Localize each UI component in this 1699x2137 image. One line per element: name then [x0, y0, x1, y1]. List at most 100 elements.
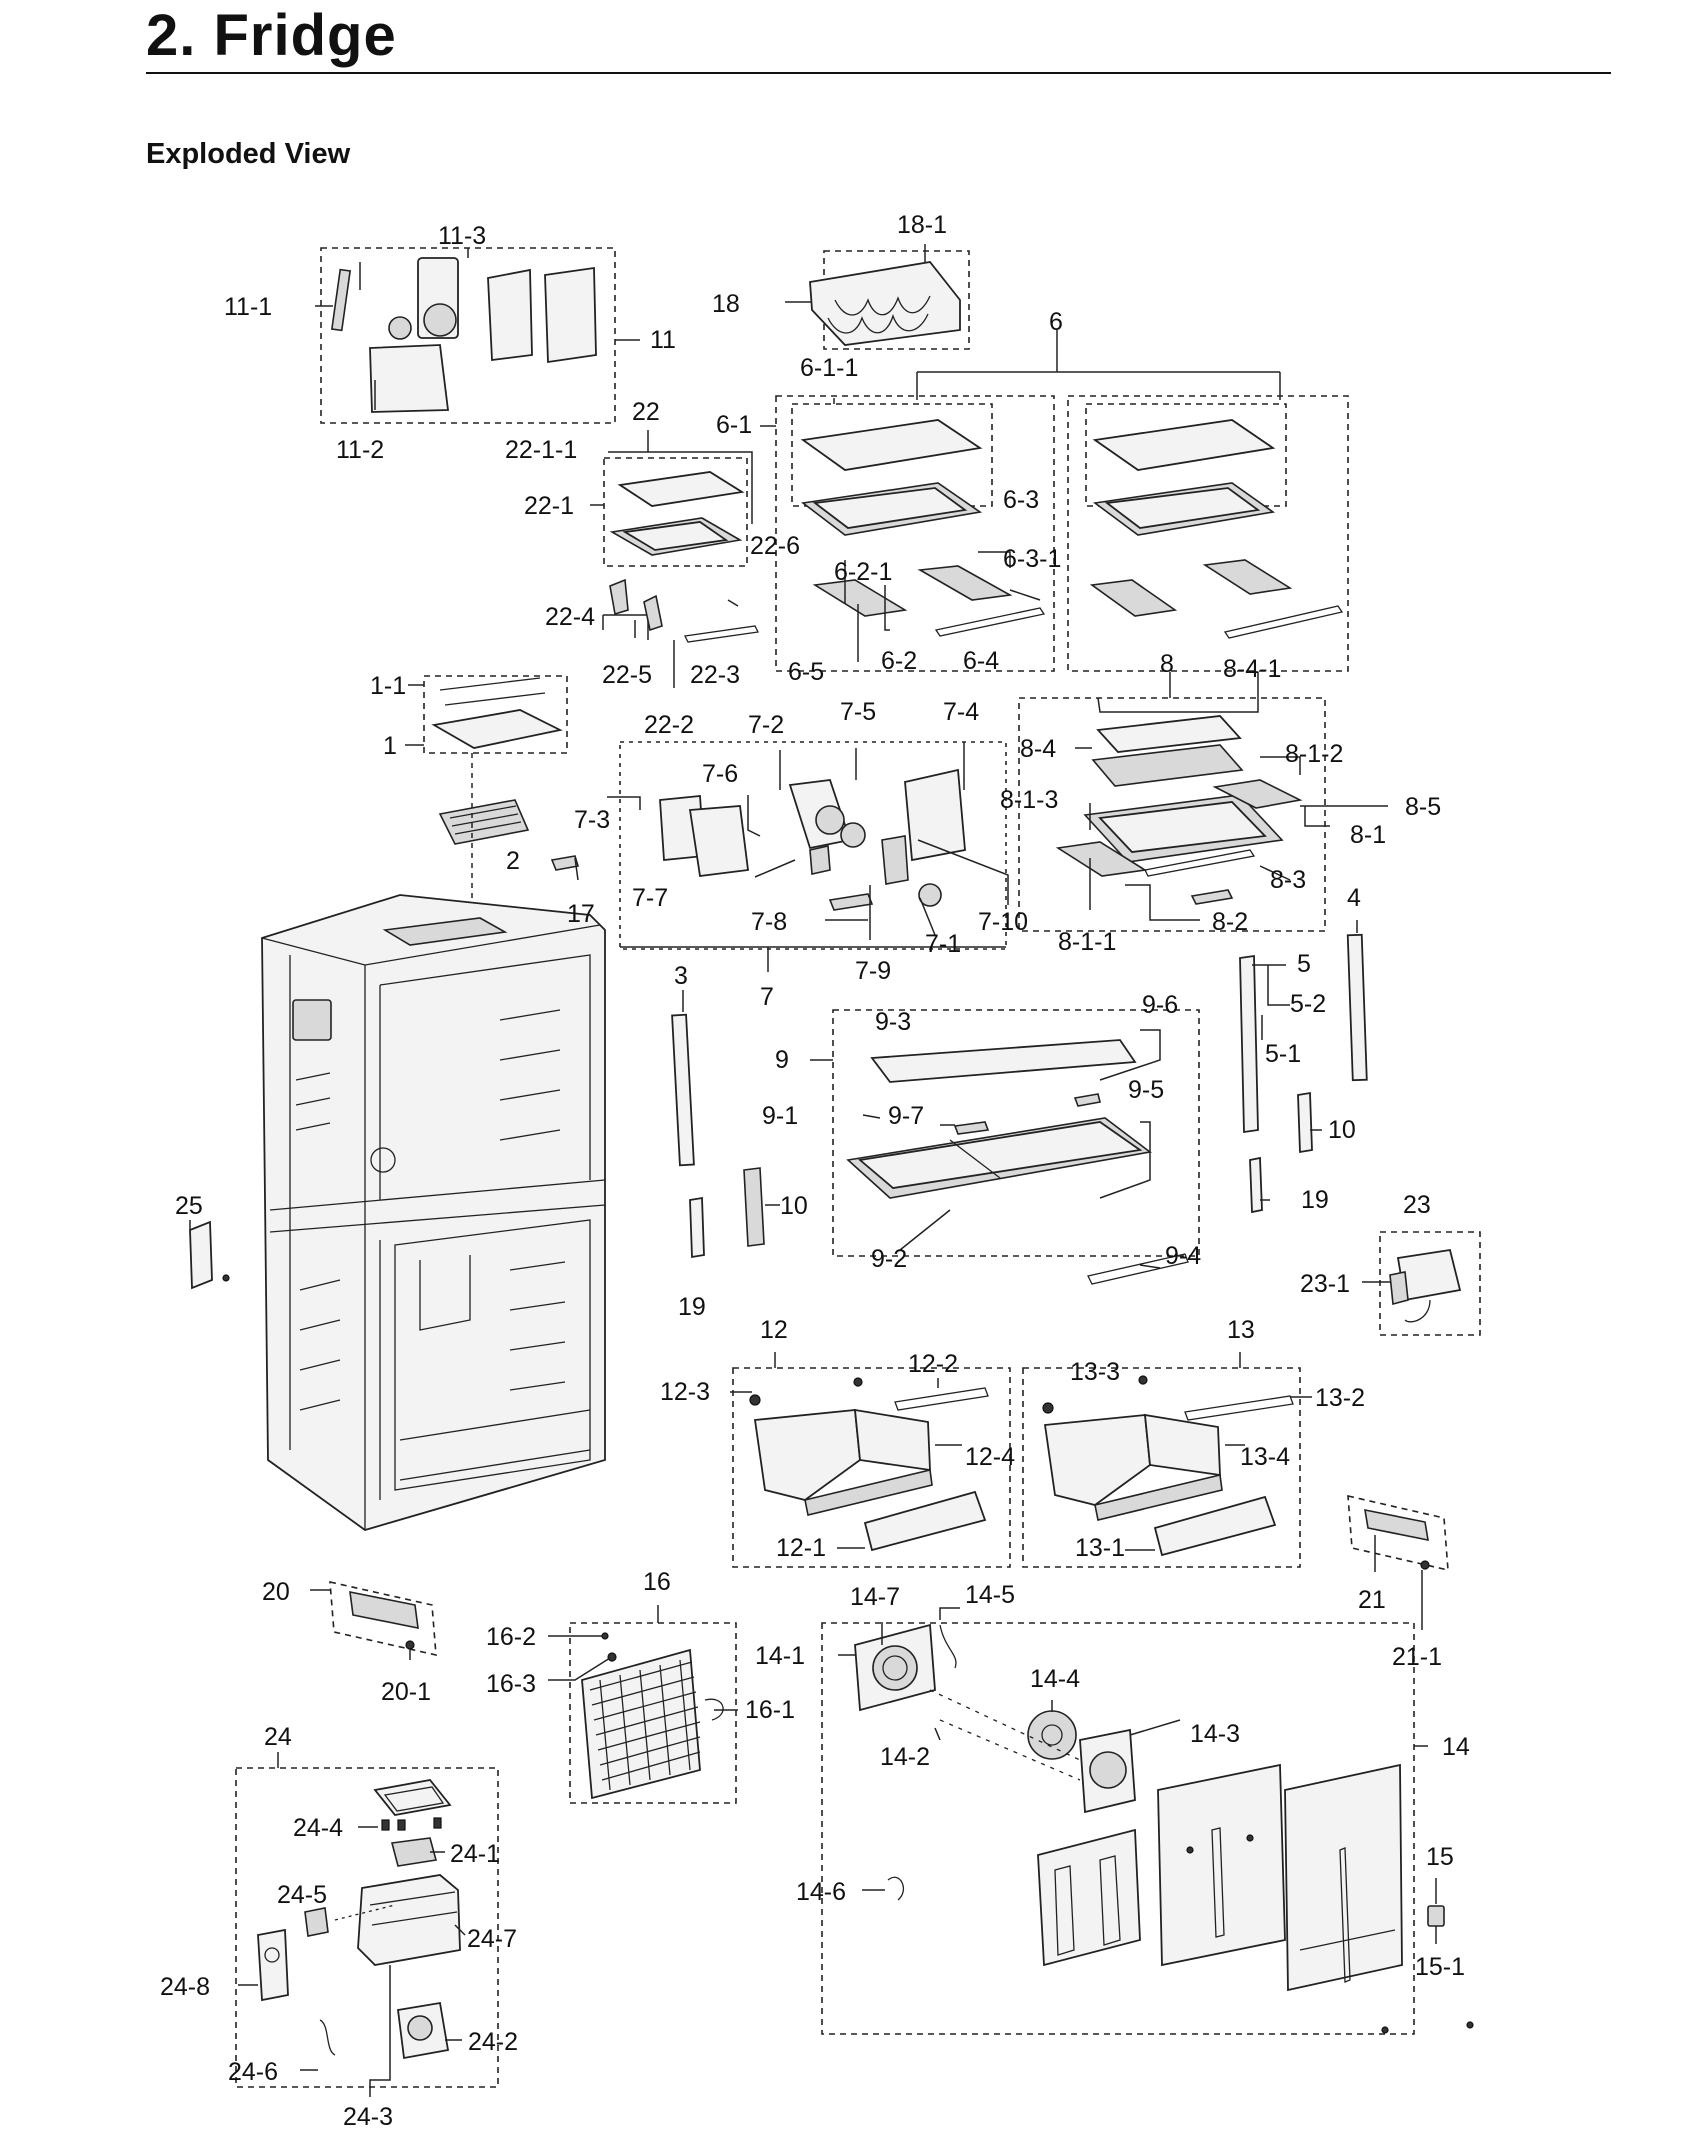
page-title: 2. Fridge — [146, 3, 397, 68]
label-10b: 10 — [1328, 1116, 1356, 1144]
label-7: 7 — [760, 983, 774, 1011]
label-7-7: 7-7 — [632, 884, 668, 912]
label-5: 5 — [1297, 950, 1311, 978]
label-22-4: 22-4 — [545, 603, 595, 631]
label-18: 18 — [712, 290, 740, 318]
label-5-2: 5-2 — [1290, 990, 1326, 1018]
label-14-5: 14-5 — [965, 1581, 1015, 1609]
label-19b: 19 — [1301, 1186, 1329, 1214]
label-23: 23 — [1403, 1191, 1431, 1219]
label-6-4: 6-4 — [963, 647, 999, 675]
group-6 — [760, 330, 1349, 672]
label-1: 1 — [383, 732, 397, 760]
label-5-1: 5-1 — [1265, 1040, 1301, 1068]
label-8-1-1: 8-1-1 — [1058, 928, 1116, 956]
group-18 — [785, 244, 970, 350]
label-15: 15 — [1426, 1843, 1454, 1871]
label-14-2: 14-2 — [880, 1743, 930, 1771]
label-12-4: 12-4 — [965, 1443, 1015, 1471]
label-14-6: 14-6 — [796, 1878, 846, 1906]
label-9-5: 9-5 — [1128, 1076, 1164, 1104]
group-20 — [310, 1580, 437, 1660]
group-16 — [548, 1605, 738, 1804]
label-22-1-1: 22-1-1 — [505, 436, 577, 464]
label-24-4: 24-4 — [293, 1814, 343, 1842]
group-4-5 — [1239, 920, 1368, 1214]
part-labels: 11-3 11-1 11 11-2 18-1 18 6 6-1-1 6-1 6-… — [160, 211, 1470, 2131]
label-7-8: 7-8 — [751, 908, 787, 936]
label-3: 3 — [674, 962, 688, 990]
label-16-3: 16-3 — [486, 1670, 536, 1698]
label-15-1: 15-1 — [1415, 1953, 1465, 1981]
label-22-5: 22-5 — [602, 661, 652, 689]
label-24-6: 24-6 — [228, 2058, 278, 2086]
label-14-4: 14-4 — [1030, 1665, 1080, 1693]
label-6-5: 6-5 — [788, 658, 824, 686]
group-13 — [1022, 1352, 1312, 1568]
label-20: 20 — [262, 1578, 290, 1606]
group-25 — [189, 1220, 230, 1290]
group-7 — [607, 741, 1009, 972]
label-6-3-1: 6-3-1 — [1003, 545, 1061, 573]
cabinet — [261, 894, 606, 1531]
label-12-3: 12-3 — [660, 1378, 710, 1406]
label-14: 14 — [1442, 1733, 1470, 1761]
label-6-2-1: 6-2-1 — [834, 558, 892, 586]
label-9-1: 9-1 — [762, 1102, 798, 1130]
label-7-3: 7-3 — [574, 806, 610, 834]
label-16-2: 16-2 — [486, 1623, 536, 1651]
label-12-1: 12-1 — [776, 1534, 826, 1562]
label-8-1-3: 8-1-3 — [1000, 786, 1058, 814]
group-12 — [730, 1352, 1011, 1568]
section-title: Exploded View — [146, 138, 351, 170]
label-7-4: 7-4 — [943, 698, 979, 726]
label-9-2: 9-2 — [871, 1245, 907, 1273]
label-10a: 10 — [780, 1192, 808, 1220]
group-14 — [821, 1607, 1474, 2035]
label-7-9: 7-9 — [855, 957, 891, 985]
label-8-3: 8-3 — [1270, 866, 1306, 894]
label-8-5: 8-5 — [1405, 793, 1441, 821]
label-22-6: 22-6 — [750, 532, 800, 560]
title-rule — [146, 72, 1611, 74]
label-7-1: 7-1 — [925, 930, 961, 958]
group-11 — [315, 247, 640, 424]
label-8: 8 — [1160, 650, 1174, 678]
label-6-1-1: 6-1-1 — [800, 354, 858, 382]
group-9 — [810, 1009, 1200, 1285]
label-8-1: 8-1 — [1350, 821, 1386, 849]
label-16: 16 — [643, 1568, 671, 1596]
label-11-3: 11-3 — [438, 222, 486, 250]
label-14-3: 14-3 — [1190, 1720, 1240, 1748]
label-12: 12 — [760, 1316, 788, 1344]
label-21-1: 21-1 — [1392, 1643, 1442, 1671]
label-19a: 19 — [678, 1293, 706, 1321]
label-7-2: 7-2 — [748, 711, 784, 739]
label-23-1: 23-1 — [1300, 1270, 1350, 1298]
group-23 — [1362, 1231, 1481, 1336]
label-12-2: 12-2 — [908, 1350, 958, 1378]
label-22-1: 22-1 — [524, 492, 574, 520]
label-14-7: 14-7 — [850, 1583, 900, 1611]
label-8-1-2: 8-1-2 — [1285, 740, 1343, 768]
label-22-3: 22-3 — [690, 661, 740, 689]
group-24 — [235, 1752, 499, 2097]
label-22-2: 22-2 — [644, 711, 694, 739]
group-22 — [590, 430, 759, 688]
label-14-1: 14-1 — [755, 1642, 805, 1670]
label-9: 9 — [775, 1046, 789, 1074]
label-7-10: 7-10 — [978, 908, 1028, 936]
label-13: 13 — [1227, 1316, 1255, 1344]
label-6-1: 6-1 — [716, 411, 752, 439]
label-13-1: 13-1 — [1075, 1534, 1125, 1562]
label-24-2: 24-2 — [468, 2028, 518, 2056]
label-21: 21 — [1358, 1586, 1386, 1614]
label-16-1: 16-1 — [745, 1696, 795, 1724]
label-9-3: 9-3 — [875, 1008, 911, 1036]
label-2: 2 — [506, 847, 520, 875]
label-18-1: 18-1 — [897, 211, 947, 239]
label-9-7: 9-7 — [888, 1102, 924, 1130]
group-3 — [671, 990, 780, 1259]
label-6: 6 — [1049, 308, 1063, 336]
